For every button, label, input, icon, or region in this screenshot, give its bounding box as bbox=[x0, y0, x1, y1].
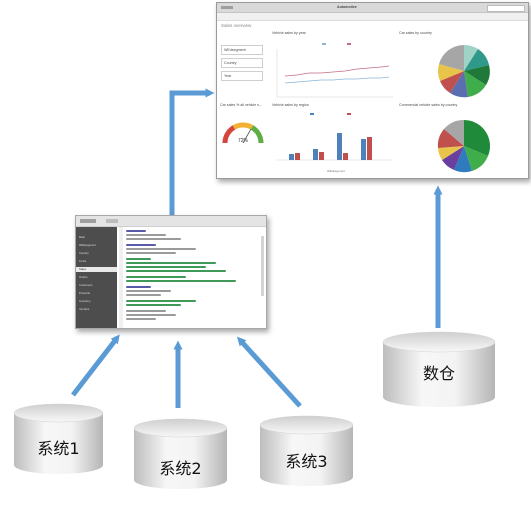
sidebar-item: WEdsegment bbox=[79, 243, 96, 247]
bar-chart bbox=[277, 113, 393, 161]
arrow-system3-to-editor bbox=[236, 336, 302, 408]
code-line bbox=[126, 280, 236, 282]
code-line bbox=[126, 276, 186, 278]
system3-label: 系统3 bbox=[285, 452, 328, 471]
code-line bbox=[126, 252, 176, 254]
dashboard-app-title: Automotive bbox=[337, 5, 357, 9]
arrow-editor-to-dashboard bbox=[169, 88, 215, 215]
filter-year: Year bbox=[221, 71, 263, 81]
search-box bbox=[487, 5, 525, 12]
sidebar-item: Country bbox=[79, 251, 89, 255]
script-editor-screenshot: Main WEdsegment Country Limits Sales Ord… bbox=[75, 215, 267, 329]
line-chart-title: Vehicle sales by year bbox=[272, 31, 306, 35]
dashboard-screenshot: Automotive Sales overview WEdsegment Cou… bbox=[216, 2, 529, 179]
code-line bbox=[126, 300, 196, 302]
code-line bbox=[126, 258, 151, 260]
gauge-value: 72% bbox=[238, 138, 249, 144]
editor-sidebar: Main WEdsegment Country Limits Sales Ord… bbox=[76, 227, 117, 328]
line-gutter bbox=[119, 227, 123, 328]
dashboard-toolbar: Automotive bbox=[217, 3, 528, 13]
nav-icon bbox=[106, 219, 118, 223]
system1-label: 系统1 bbox=[37, 439, 80, 458]
code-line bbox=[126, 248, 196, 250]
gauge-chart bbox=[222, 122, 264, 144]
pie-chart bbox=[438, 44, 490, 98]
sidebar-item: Products bbox=[79, 291, 91, 295]
sidebar-item-active: Sales bbox=[76, 267, 117, 272]
warehouse-label: 数仓 bbox=[422, 364, 455, 383]
code-line bbox=[126, 266, 206, 268]
sidebar-item: Customers bbox=[79, 283, 93, 287]
code-line bbox=[126, 290, 171, 292]
sheet-bar bbox=[217, 13, 528, 21]
sidebar-item: Limits bbox=[79, 259, 87, 263]
code-line bbox=[126, 234, 166, 236]
cylinder-system1 bbox=[13, 403, 104, 474]
bar-chart-xlabel: WEdsegment bbox=[327, 169, 346, 173]
code-line bbox=[126, 244, 156, 246]
bar-chart-title: Vehicle sales by region bbox=[272, 103, 309, 107]
code-line bbox=[126, 294, 161, 296]
menu-icon bbox=[80, 219, 96, 223]
filter-country: Country bbox=[221, 58, 263, 68]
code-line bbox=[126, 304, 181, 306]
code-line bbox=[126, 314, 176, 316]
code-line bbox=[126, 310, 166, 312]
sidebar-item: Vendors bbox=[79, 307, 90, 311]
pie-chart-title: Car sales by country bbox=[399, 31, 432, 35]
code-line bbox=[126, 230, 146, 232]
cylinder-system2 bbox=[133, 418, 228, 489]
gauge-title: Car sales % all vehicle s... bbox=[220, 103, 262, 107]
line-chart bbox=[276, 43, 393, 98]
filter-segment: WEdsegment bbox=[221, 45, 263, 55]
dashboard-title: Sales overview bbox=[221, 23, 252, 28]
code-line bbox=[126, 318, 156, 320]
sidebar-item: Main bbox=[79, 235, 86, 239]
editor-toolbar bbox=[76, 216, 266, 227]
pie-chart-2 bbox=[437, 119, 490, 173]
pie-chart-2-title: Commercial vehicle sales by country bbox=[399, 103, 458, 107]
cylinder-system3 bbox=[259, 415, 354, 486]
code-line bbox=[126, 286, 151, 288]
scrollbar bbox=[261, 236, 264, 296]
sidebar-item: Orders bbox=[79, 275, 88, 279]
sidebar-item: Inventory bbox=[79, 299, 91, 303]
code-line bbox=[126, 262, 216, 264]
code-line bbox=[126, 270, 226, 272]
cylinder-warehouse bbox=[382, 331, 496, 407]
arrow-system1-to-editor bbox=[71, 334, 120, 397]
dashboard-charts bbox=[222, 43, 490, 173]
code-line bbox=[126, 238, 181, 240]
menu-icon bbox=[221, 6, 233, 9]
system2-label: 系统2 bbox=[159, 459, 202, 478]
